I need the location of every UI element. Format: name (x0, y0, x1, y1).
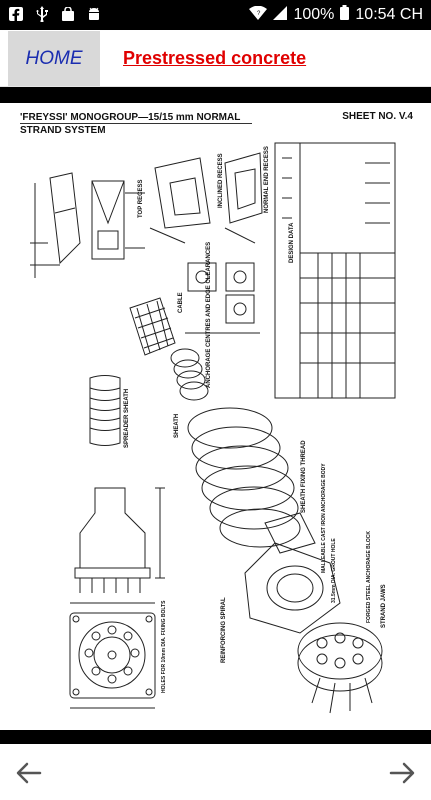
top-recess-drawing (30, 172, 145, 278)
page-title: Prestressed concrete (123, 48, 307, 68)
document-page[interactable]: 'FREYSSI' MONOGROUP—15/15 mm NORMAL STRA… (0, 103, 431, 730)
label-sheath: SHEATH (174, 414, 180, 438)
arrow-left-icon (16, 762, 42, 784)
label-inclined-recess: INCLINED RECESS (218, 153, 224, 208)
anchorage-plan-drawing (69, 602, 156, 709)
label-normal-end-recess: NORMAL END RECESS (264, 146, 270, 213)
usb-icon (34, 6, 50, 22)
app-header: HOME Prestressed concrete (0, 30, 431, 87)
facebook-icon (8, 6, 24, 22)
spreader-sheath-drawing (89, 375, 121, 446)
label-design-data: DESIGN DATA (289, 222, 295, 263)
sheet-number: SHEET NO. V.4 (342, 111, 413, 122)
bottom-nav (0, 744, 431, 800)
end-recess-drawing (149, 152, 263, 244)
design-data-table (274, 142, 396, 399)
battery-icon (340, 5, 350, 25)
title-rule (20, 123, 252, 124)
wifi-icon: ? (249, 5, 268, 25)
label-sheath-fixing-thread: SHEATH FIXING THREAD (301, 440, 307, 513)
cable-drawing (129, 297, 176, 356)
label-fixing-bolts: HOLES FOR 10mm DIA. FIXING BOLTS (161, 600, 167, 693)
svg-text:?: ? (257, 11, 261, 17)
anchorage-centres-drawing (185, 262, 260, 334)
notification-icons (8, 6, 102, 22)
shopping-bag-icon (60, 6, 76, 22)
technical-drawing: TOP RECESS NORMAL END RECESS INCLINED RE… (30, 142, 396, 714)
back-button[interactable] (12, 756, 46, 790)
home-button[interactable]: HOME (8, 31, 100, 86)
reinforcing-spiral-drawing (187, 407, 301, 548)
label-strand-jaws: STRAND JAWS (381, 584, 387, 628)
anchorage-block-drawing (297, 622, 383, 714)
label-anchorage-centres: ANCHORAGE CENTRES AND EDGE CLEARANCES (206, 242, 212, 388)
label-cable: CABLE (178, 292, 184, 313)
document-top-border (0, 87, 431, 103)
arrow-right-icon (389, 762, 415, 784)
forward-button[interactable] (385, 756, 419, 790)
anchorage-elevation-drawing (74, 487, 165, 593)
label-top-recess: TOP RECESS (138, 180, 144, 218)
status-bar: ? 100% 10:54 CH (0, 0, 431, 30)
document-title: 'FREYSSI' MONOGROUP—15/15 mm NORMAL STRA… (20, 111, 240, 137)
label-forged-steel: FORGED STEEL ANCHORAGE BLOCK (366, 531, 372, 623)
sheath-drawing (170, 348, 209, 401)
document-bottom-border (0, 730, 431, 744)
document-title-line2: STRAND SYSTEM (20, 125, 106, 136)
signal-icon (273, 5, 288, 25)
battery-percent: 100% (293, 6, 335, 23)
system-status: ? 100% 10:54 CH (249, 5, 423, 25)
android-debug-icon (86, 6, 102, 22)
label-reinforcing-spiral: REINFORCING SPIRAL (221, 597, 227, 663)
document-title-line1: 'FREYSSI' MONOGROUP—15/15 mm NORMAL (20, 112, 241, 123)
clock: 10:54 CH (355, 6, 423, 23)
cast-iron-body-drawing (244, 512, 341, 634)
label-malleable-cast-iron: MALLEABLE CAST IRON ANCHORAGE BODY (321, 463, 327, 573)
label-spreader-sheath: SPREADER SHEATH (124, 389, 130, 448)
label-grout-hole: 31.5mm DIA. GROUT HOLE (331, 538, 337, 603)
